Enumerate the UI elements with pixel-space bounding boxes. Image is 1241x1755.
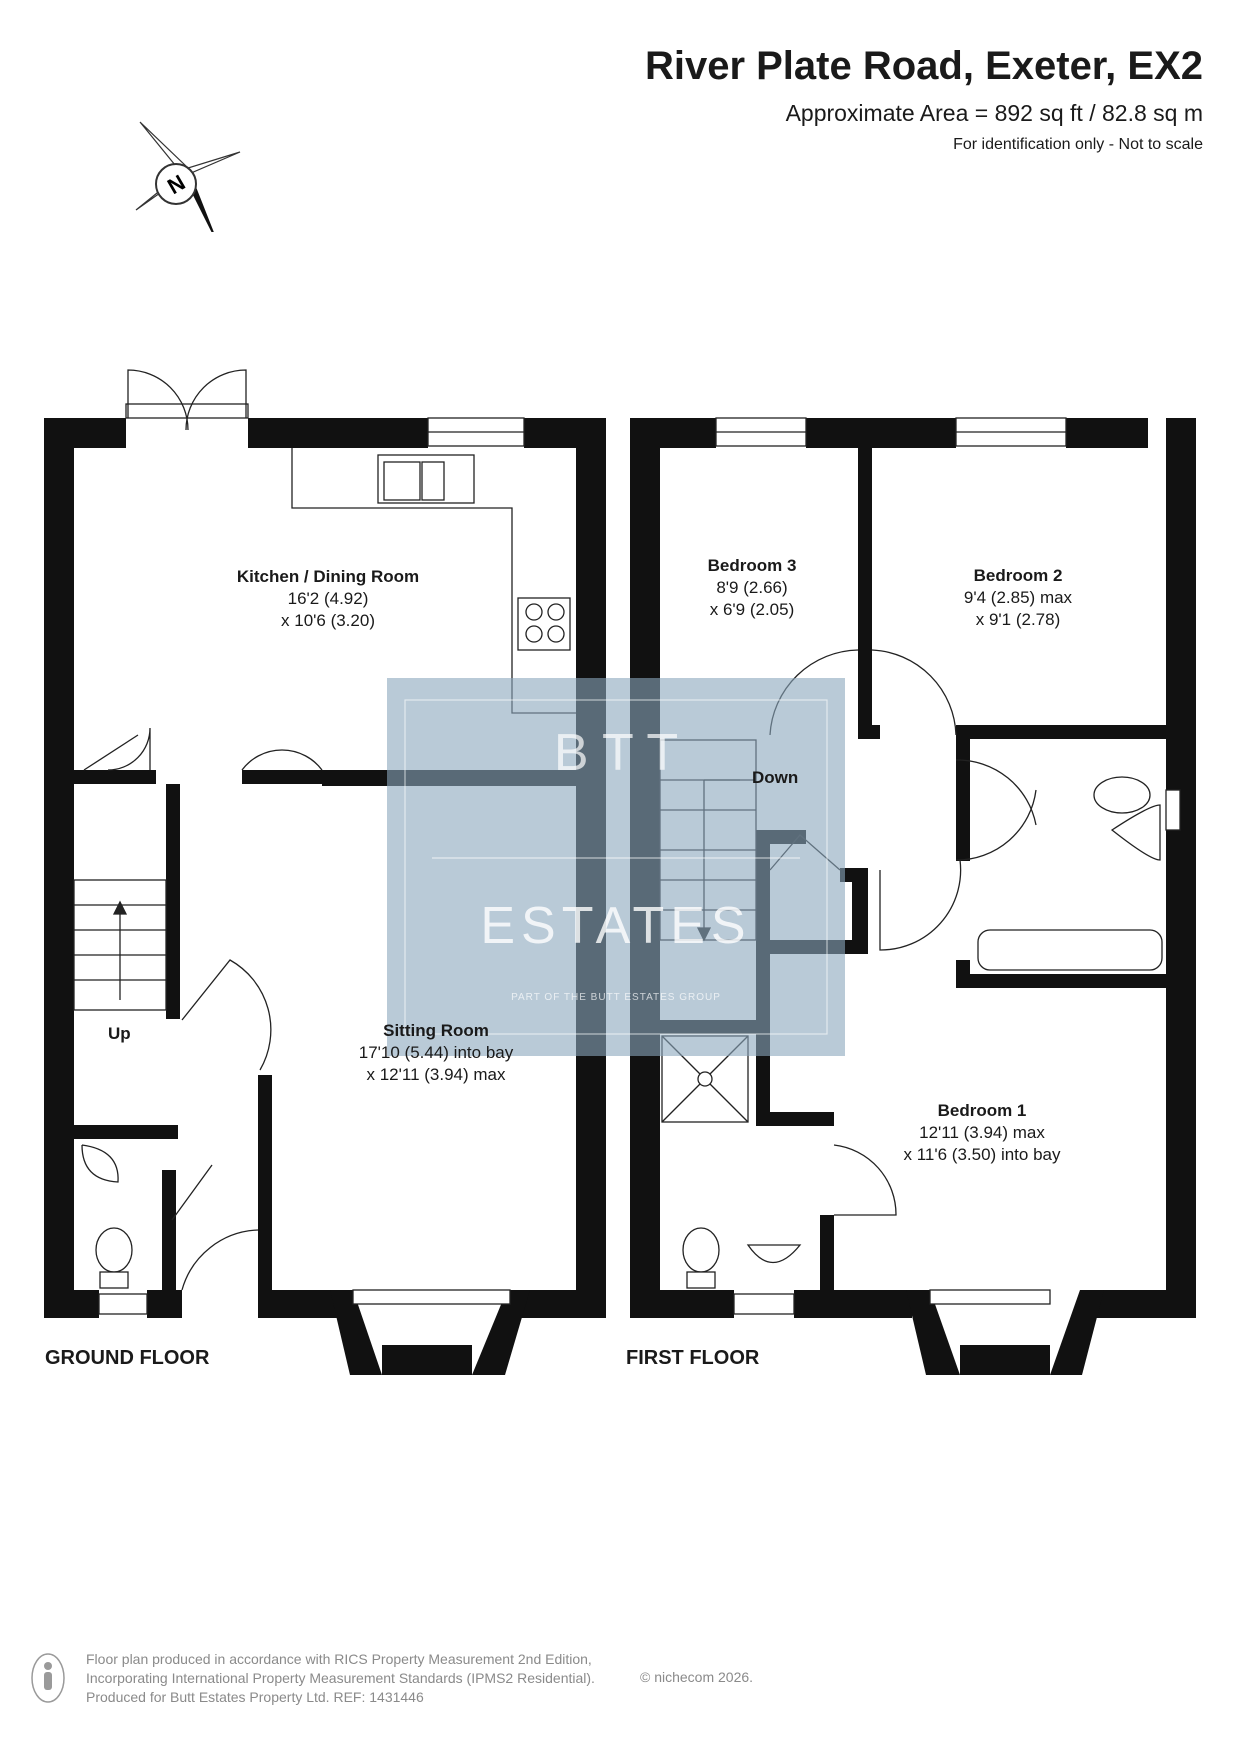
north-arrow-icon: N xyxy=(135,121,241,232)
room-dimension: 12'11 (3.94) max xyxy=(919,1123,1045,1142)
room-label-bedroom-3: Bedroom 3 8'9 (2.66) x 6'9 (2.05) xyxy=(708,555,797,621)
room-name: Bedroom 3 xyxy=(707,556,797,575)
person-icon xyxy=(31,1653,65,1703)
estate-agent-watermark: B T T ESTATES PART OF THE BUTT ESTATES G… xyxy=(387,678,845,1056)
footer-disclaimer: Floor plan produced in accordance with R… xyxy=(86,1650,595,1707)
room-dimension: 8'9 (2.66) xyxy=(716,578,788,597)
first-floor-label: FIRST FLOOR xyxy=(626,1347,760,1369)
room-name: Kitchen / Dining Room xyxy=(236,567,420,586)
room-dimension: x 11'6 (3.50) into bay xyxy=(903,1145,1061,1164)
watermark-line-3: PART OF THE BUTT ESTATES GROUP xyxy=(511,992,721,1003)
room-name: Bedroom 2 xyxy=(973,566,1063,585)
stairs-down-label: Down xyxy=(752,768,799,787)
first-floor-plan xyxy=(630,418,1196,1375)
approximate-area: Approximate Area = 892 sq ft / 82.8 sq m xyxy=(785,100,1203,126)
stairs-up-label: Up xyxy=(108,1024,131,1043)
scale-note: For identification only - Not to scale xyxy=(953,136,1203,153)
room-name: Bedroom 1 xyxy=(937,1101,1027,1120)
room-name: Sitting Room xyxy=(383,1021,489,1040)
room-dimension: 9'4 (2.85) max xyxy=(963,588,1073,607)
room-label-bedroom-2: Bedroom 2 9'4 (2.85) max x 9'1 (2.78) xyxy=(964,565,1072,631)
floor-plan-drawing xyxy=(44,369,1196,1375)
room-dimension: x 6'9 (2.05) xyxy=(709,600,795,619)
footer-line: Produced for Butt Estates Property Ltd. … xyxy=(86,1689,424,1705)
footer-line: Floor plan produced in accordance with R… xyxy=(86,1651,592,1667)
watermark-line-2: ESTATES xyxy=(480,897,751,955)
watermark-line-1: B T T xyxy=(554,724,678,782)
room-dimension: x 9'1 (2.78) xyxy=(975,610,1061,629)
room-label-kitchen: Kitchen / Dining Room 16'2 (4.92) x 10'6… xyxy=(237,566,419,632)
ground-floor-label: GROUND FLOOR xyxy=(45,1347,210,1369)
ground-floor-plan xyxy=(44,418,606,1375)
footer-brand: © nichecom 2026. xyxy=(640,1669,754,1685)
room-dimension: x 10'6 (3.20) xyxy=(281,611,375,630)
room-dimension: x 12'11 (3.94) max xyxy=(366,1065,506,1084)
room-label-sitting-room: Sitting Room 17'10 (5.44) into bay x 12'… xyxy=(359,1020,513,1086)
room-label-bedroom-1: Bedroom 1 12'11 (3.94) max x 11'6 (3.50)… xyxy=(904,1100,1061,1166)
room-dimension: 17'10 (5.44) into bay xyxy=(358,1043,514,1062)
ground-floor-fixtures xyxy=(73,369,576,1315)
room-dimension: 16'2 (4.92) xyxy=(287,589,369,608)
footer-line: Incorporating International Property Mea… xyxy=(86,1670,595,1686)
property-title: River Plate Road, Exeter, EX2 xyxy=(644,44,1203,88)
